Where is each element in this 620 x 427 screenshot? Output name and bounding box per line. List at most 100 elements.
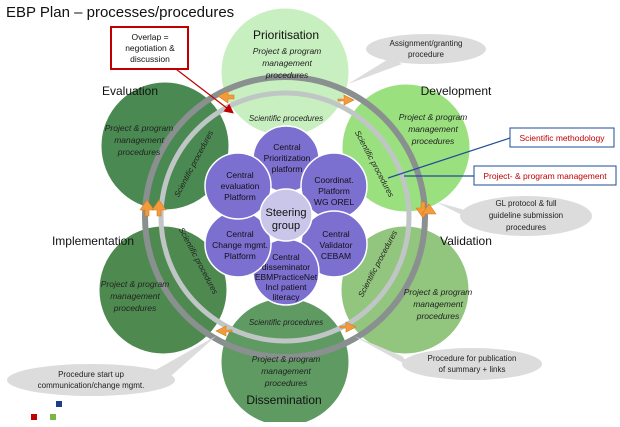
overlap-annotation: Overlap = negotiation & discussion (110, 26, 234, 114)
scientific-label-bottom: Scientific procedures (249, 318, 323, 327)
platform-text: disseminator (262, 262, 310, 272)
legend-scientific-label: Scientific methodology (519, 133, 605, 143)
logo-square-green (50, 414, 56, 420)
callout-text: Procedure start up (58, 370, 124, 379)
overlap-pointer (171, 65, 234, 114)
phase-body-line: management (114, 135, 164, 145)
phase-labels: Prioritisation Development Validation Di… (52, 28, 492, 407)
callout-pointer (348, 58, 402, 84)
platform-text: Platform (318, 186, 350, 196)
page-title: EBP Plan – processes/procedures (6, 4, 234, 21)
callout-pointer (354, 336, 412, 368)
phase-body-line: Project & program (105, 123, 174, 133)
phase-bodies: Project & program management procedures … (101, 46, 473, 388)
steering-group-circle (259, 188, 313, 242)
callout-gl-protocol (460, 196, 592, 236)
platform-text: Central (322, 229, 350, 239)
callout-text: procedure (408, 50, 445, 59)
callout-text: of summary + links (439, 365, 506, 374)
phase-label-implementation: Implementation (52, 234, 134, 248)
callout-start-up (7, 364, 175, 396)
ring-arrows (139, 90, 437, 337)
platform-text: Prioritization (264, 153, 311, 163)
phase-body-line: Project & program (101, 279, 170, 289)
phase-body-line: Project & program (253, 46, 322, 56)
phase-body-line: management (408, 124, 458, 134)
phase-body-line: management (261, 366, 311, 376)
overlap-text: negotiation & (125, 43, 175, 53)
platform-text: EBMPracticeNet (255, 272, 318, 282)
ring-arrow (339, 321, 357, 333)
ring-arrow (421, 203, 437, 215)
phase-body-line: procedures (411, 136, 455, 146)
callout-text: Assignment/granting (390, 39, 463, 48)
legend-project-label: Project- & program management (483, 171, 607, 181)
callout-text: communication/change mgmt. (38, 381, 145, 390)
platform-text: Central (272, 252, 300, 262)
overlap-text: discussion (130, 54, 170, 64)
phase-label-development: Development (421, 84, 492, 98)
phase-body-line: management (262, 58, 312, 68)
steering-text: Steering (266, 207, 307, 219)
phase-body-line: procedures (113, 303, 157, 313)
legend-scientific-box (509, 127, 615, 148)
platform-text: Central (226, 229, 254, 239)
platform-evaluation (204, 152, 272, 220)
platform-text: Validator (320, 240, 353, 250)
callout-assignment (366, 34, 486, 64)
ring-arrow (217, 90, 235, 104)
platform-text: literacy (273, 292, 301, 302)
ring-arrow (337, 94, 355, 106)
outer-ring (142, 74, 428, 360)
platform-text: evaluation (221, 181, 260, 191)
phase-body-line: management (110, 291, 160, 301)
phase-body-line: procedures (416, 311, 460, 321)
platform-text: Incl patient (265, 282, 307, 292)
phase-label-prioritisation: Prioritisation (253, 28, 319, 42)
legend: Scientific methodology Project- & progra… (387, 127, 617, 186)
phase-body-line: procedures (264, 378, 308, 388)
phase-body-line: Project & program (252, 354, 321, 364)
process-rings (142, 74, 428, 360)
platform-text: Platform (224, 192, 256, 202)
phase-body-line: procedures (117, 147, 161, 157)
logo-square-red (31, 414, 37, 420)
platform-text: Platform (224, 251, 256, 261)
central-platform-texts: Central Prioritization platform Coordina… (212, 142, 354, 302)
legend-pointer-scientific (387, 137, 511, 179)
platform-text: platform (272, 164, 303, 174)
phase-body-line: Project & program (404, 287, 473, 297)
platform-text: Central (273, 142, 301, 152)
legend-project-box (473, 165, 617, 186)
ring-arrow (215, 325, 233, 337)
logo-squares (31, 401, 62, 420)
callout-text: Procedure for publication (428, 354, 517, 363)
steering-text: group (272, 220, 300, 232)
phase-body-line: Project & program (399, 112, 468, 122)
platform-text: Central (226, 170, 254, 180)
platform-text: CEBAM (321, 251, 351, 261)
platform-text: WG OREL (314, 197, 354, 207)
central-platforms (204, 125, 368, 306)
inner-ring (158, 90, 412, 344)
callout-text: GL protocol & full (495, 199, 556, 208)
callout-pointer (152, 336, 216, 384)
callouts: Assignment/granting procedure GL protoco… (7, 34, 592, 396)
overlap-box (110, 26, 189, 70)
logo-square-blue (56, 401, 62, 407)
ring-arrow (415, 201, 431, 219)
callout-text: guideline submission (489, 211, 563, 220)
scientific-label-top: Scientific procedures (249, 114, 323, 123)
callout-publication (402, 348, 542, 380)
phase-label-evaluation: Evaluation (102, 84, 158, 98)
phase-label-validation: Validation (440, 234, 492, 248)
phase-body-line: management (413, 299, 463, 309)
ring-arrow (139, 199, 155, 217)
overlap-text: Overlap = (131, 32, 168, 42)
platform-text: Change mgmt. (212, 240, 268, 250)
platform-text: Coordinat. (314, 175, 353, 185)
callout-text: procedures (506, 223, 546, 232)
phase-body-line: procedures (265, 70, 309, 80)
